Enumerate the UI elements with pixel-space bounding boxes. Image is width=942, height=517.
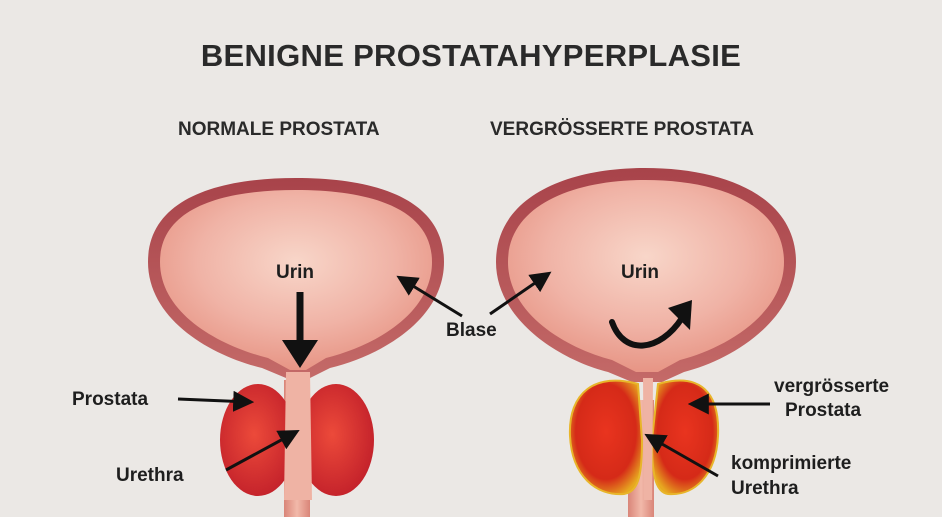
label-compressed-urethra-line1: komprimierte (731, 453, 851, 475)
label-blase: Blase (446, 320, 497, 342)
prostata-lobe-right-enlarged (652, 381, 718, 495)
label-enlarged-prostata-line1: vergrösserte (774, 376, 889, 398)
normal-prostata-illustration (148, 178, 444, 517)
main-title: BENIGNE PROSTATAHYPERPLASIE (0, 38, 942, 74)
panel-title-normal: NORMALE PROSTATA (178, 119, 380, 141)
label-enlarged-prostata-line2: Prostata (785, 400, 861, 422)
label-compressed-urethra-line2: Urethra (731, 478, 799, 500)
label-urin-enlarged: Urin (621, 262, 659, 284)
label-urethra: Urethra (116, 465, 184, 487)
prostata-lobe-left-enlarged (570, 381, 642, 495)
label-urin-normal: Urin (276, 262, 314, 284)
label-prostata: Prostata (72, 389, 148, 411)
panel-title-enlarged: VERGRÖSSERTE PROSTATA (490, 119, 754, 141)
